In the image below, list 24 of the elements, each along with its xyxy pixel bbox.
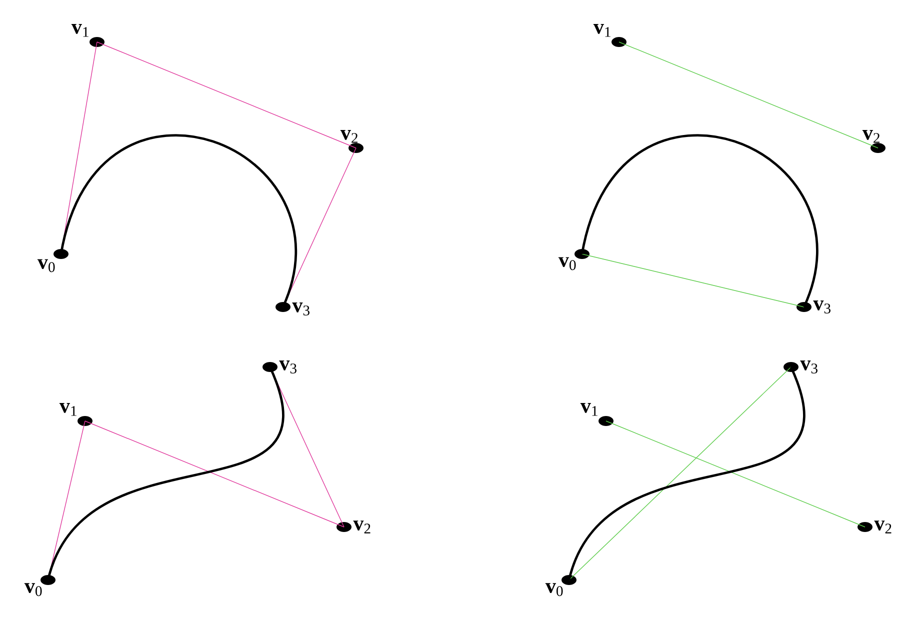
- point-label: v$_{2}$: [874, 520, 892, 534]
- control-polygon-line: [582, 254, 804, 308]
- point-label: v$_{0}$: [37, 259, 55, 272]
- point-label: v$_{0}$: [545, 583, 563, 596]
- bezier-curve: [46, 366, 284, 580]
- bezier-curve: [60, 134, 296, 308]
- point-label: v$_{0}$: [24, 583, 42, 596]
- point-label: v$_{3}$: [292, 302, 310, 316]
- point-label: v$_{2}$: [340, 130, 358, 143]
- point-label: v$_{1}$: [71, 24, 88, 37]
- point-label: v$_{1}$: [580, 403, 598, 416]
- bezier-curve: [580, 134, 818, 308]
- point-label: v$_{1}$: [593, 24, 610, 37]
- point-label: v$_{1}$: [59, 403, 76, 416]
- control-polygon-line: [96, 42, 356, 148]
- point-label: v$_{3}$: [813, 300, 830, 314]
- point-label: v$_{3}$: [800, 360, 818, 374]
- point-label: v$_{0}$: [558, 257, 576, 270]
- point-label: v$_{2}$: [353, 520, 370, 534]
- point-label: v$_{2}$: [862, 130, 880, 143]
- control-polygon-line: [606, 420, 866, 528]
- control-polygon-line: [84, 420, 344, 528]
- control-polygon-line: [618, 42, 878, 148]
- point-label: v$_{3}$: [279, 360, 296, 374]
